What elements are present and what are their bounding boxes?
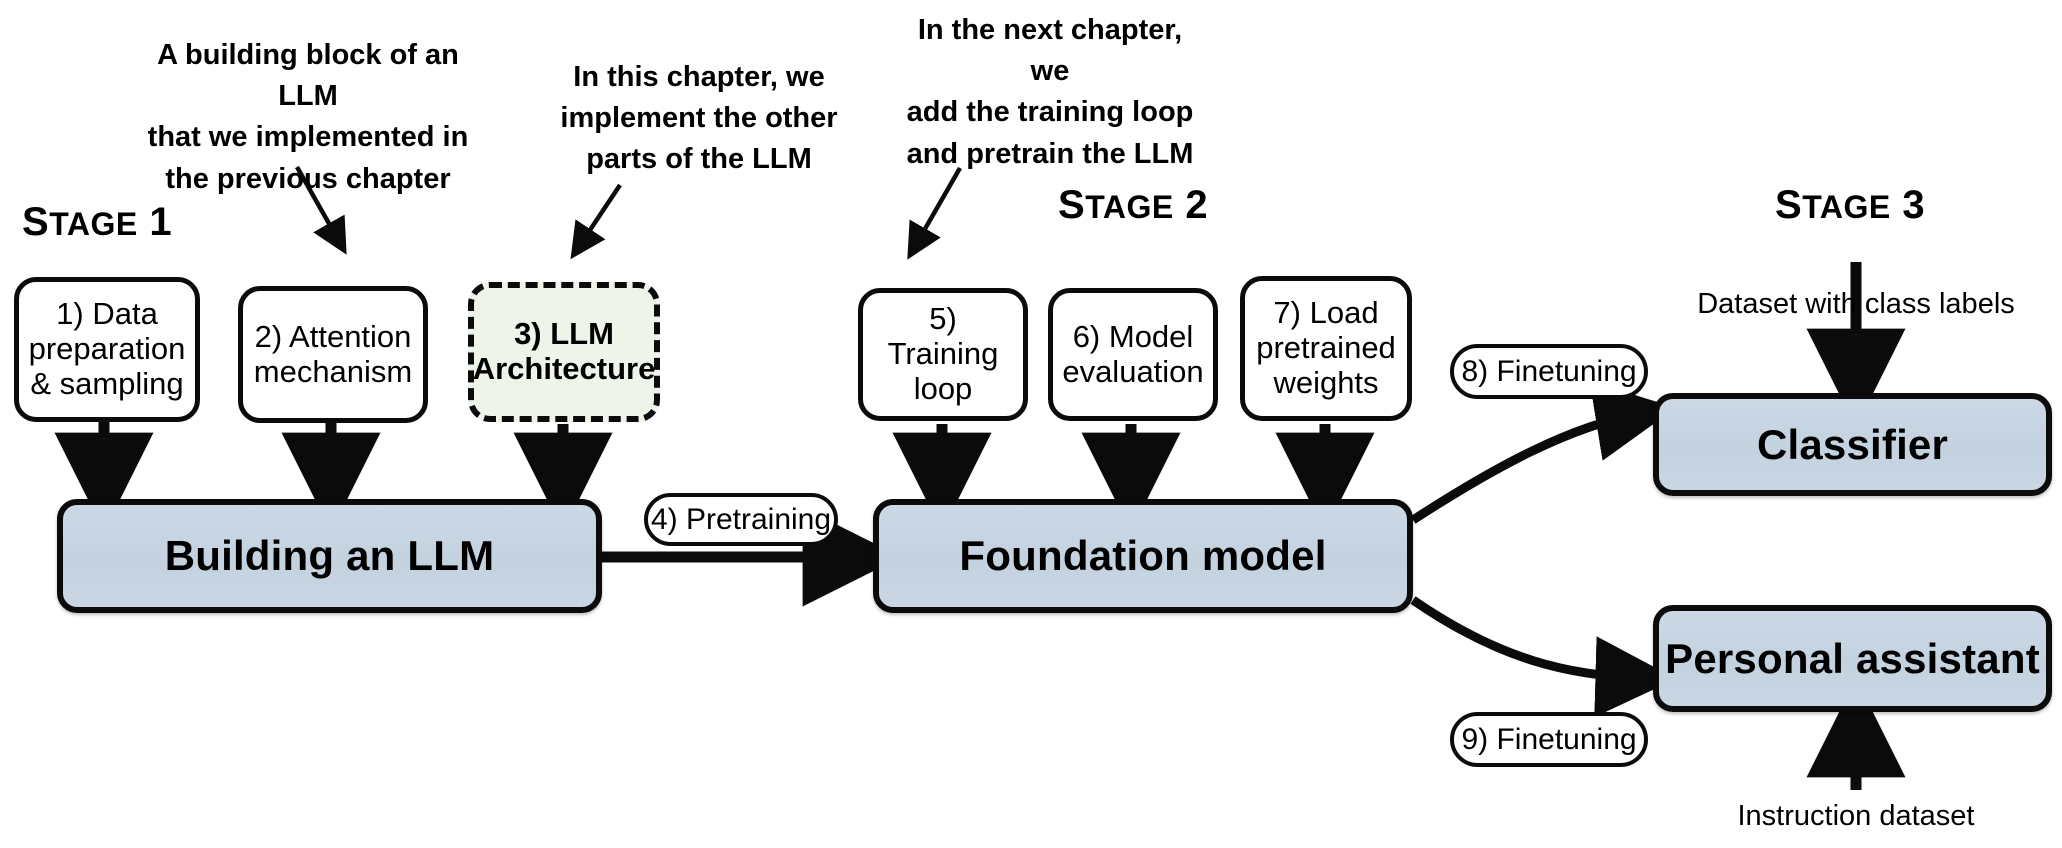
arrow-foundation-to-classifier bbox=[1410, 380, 1676, 524]
pill-finetuning-9[interactable]: 9) Finetuning bbox=[1450, 712, 1648, 767]
stage-2-heading: STAGE 2 bbox=[1058, 183, 1209, 227]
box-classifier[interactable]: Classifier bbox=[1653, 393, 2052, 496]
arrow-foundation-to-assistant bbox=[1410, 596, 1677, 718]
caption-dataset-with-class-labels: Dataset with class labels bbox=[1697, 288, 2015, 320]
arrow-note2-to-step3 bbox=[570, 183, 622, 260]
note-previous-chapter: A building block of an LLM that we imple… bbox=[147, 39, 469, 195]
stage-1-heading: STAGE 1 bbox=[22, 200, 173, 244]
step-box-attention-mechanism[interactable]: 2) Attention mechanism bbox=[238, 286, 428, 423]
note-next-chapter: In the next chapter, we add the training… bbox=[906, 14, 1194, 170]
box-building-an-llm[interactable]: Building an LLM bbox=[57, 499, 602, 613]
step-box-llm-architecture[interactable]: 3) LLM Architecture bbox=[468, 282, 660, 422]
step-box-load-pretrained-weights[interactable]: 7) Load pretrained weights bbox=[1240, 276, 1412, 421]
pill-pretraining[interactable]: 4) Pretraining bbox=[644, 493, 838, 546]
step-box-model-evaluation[interactable]: 6) Model evaluation bbox=[1048, 288, 1218, 421]
arrow-note3-to-step5 bbox=[907, 166, 962, 260]
box-personal-assistant[interactable]: Personal assistant bbox=[1653, 605, 2052, 712]
pill-finetuning-8[interactable]: 8) Finetuning bbox=[1450, 344, 1648, 399]
stage-3-heading: STAGE 3 bbox=[1775, 183, 1926, 227]
step-box-data-preparation[interactable]: 1) Data preparation & sampling bbox=[14, 277, 200, 422]
note-this-chapter: In this chapter, we implement the other … bbox=[560, 61, 838, 176]
box-foundation-model[interactable]: Foundation model bbox=[873, 499, 1413, 613]
caption-instruction-dataset: Instruction dataset bbox=[1737, 800, 1975, 832]
step-box-training-loop[interactable]: 5) Training loop bbox=[858, 288, 1028, 421]
arrow-note1-to-step2 bbox=[295, 165, 347, 255]
